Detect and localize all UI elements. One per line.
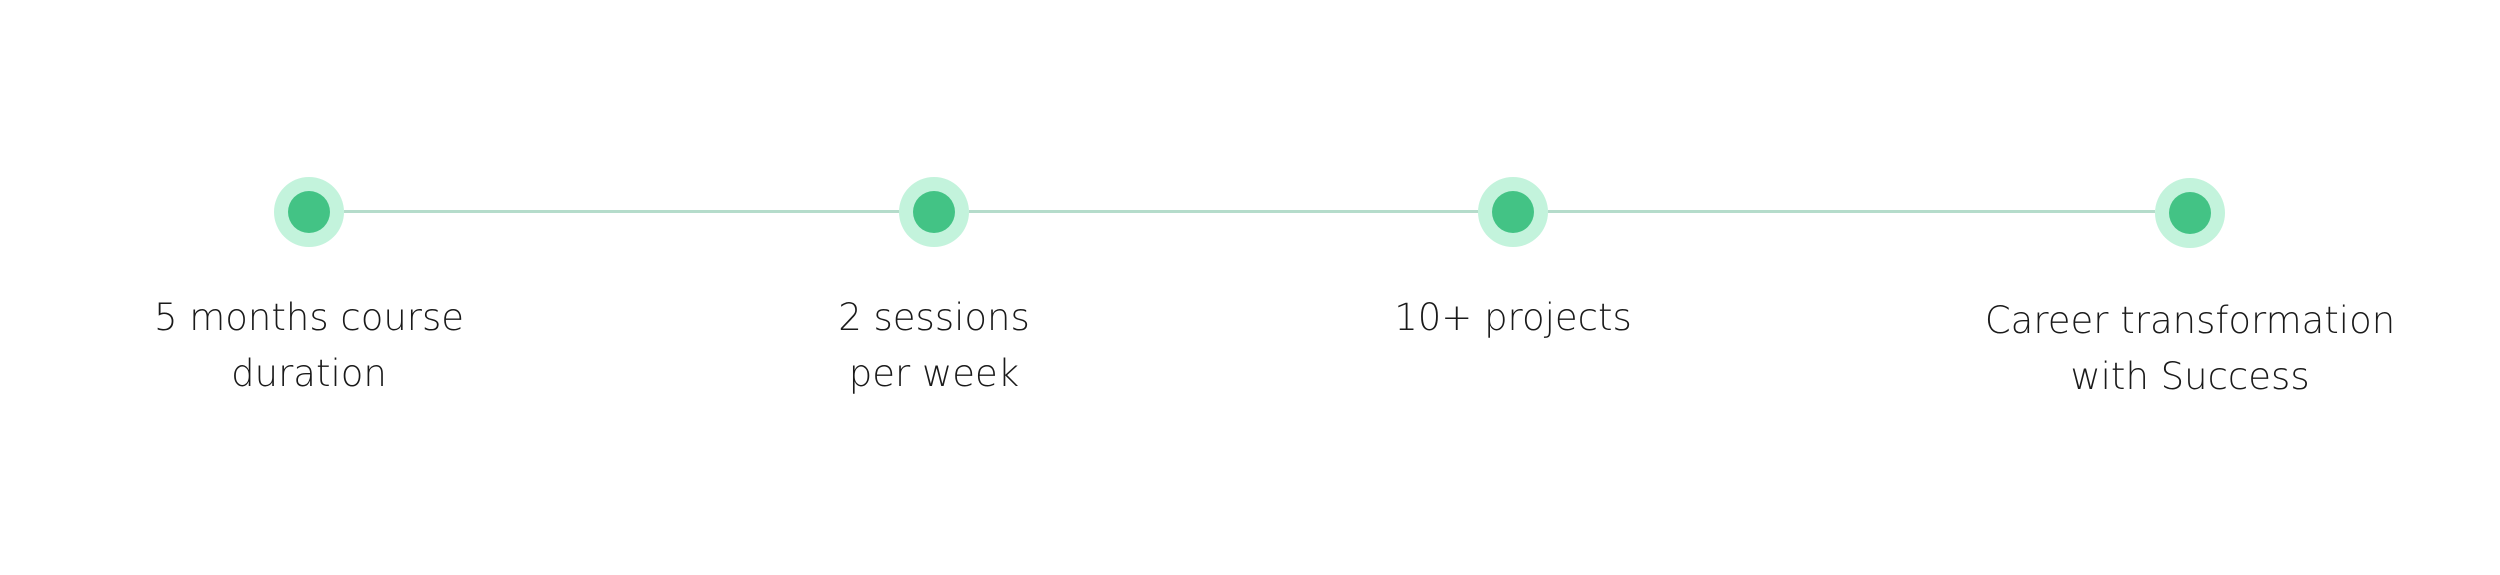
milestone-dot-icon [2155,178,2225,248]
milestone-label: 5 months course duration [79,290,539,402]
milestone-label-line: with Success [2070,355,2310,398]
milestone-dot-icon [274,177,344,247]
dot-inner [288,191,330,233]
milestone-label-line: per week [848,352,1020,395]
milestone-label-line: 5 months course [153,296,465,339]
milestone-label-line: duration [231,352,387,395]
milestone-dot-icon [1478,177,1548,247]
milestone-label-line: 10+ projects [1394,296,1632,339]
timeline-connector [344,210,899,213]
timeline-connector [1548,210,2155,213]
timeline-connector [969,210,1478,213]
milestone-label-line: Career transformation [1984,299,2396,342]
dot-inner [913,191,955,233]
milestone-label: 10+ projects [1283,290,1743,346]
dot-inner [1492,191,1534,233]
dot-inner [2169,192,2211,234]
milestone-label: 2 sessions per week [704,290,1164,402]
milestone-label-line: 2 sessions [838,296,1030,339]
milestone-dot-icon [899,177,969,247]
milestone-label: Career transformation with Success [1960,293,2420,405]
